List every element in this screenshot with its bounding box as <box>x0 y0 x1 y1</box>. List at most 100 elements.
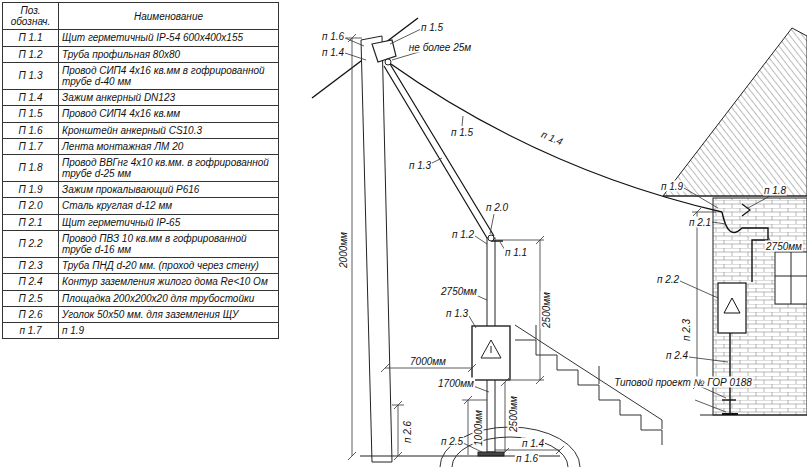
callout-number: п 1.4 <box>321 47 345 58</box>
dimension-label: п 2.3 <box>681 318 692 342</box>
stairs-part <box>515 340 662 445</box>
pipe-stand-part <box>488 235 494 241</box>
dimension-label: 2500мм <box>508 395 519 433</box>
grounding-contour <box>440 427 580 467</box>
dimension-lines <box>346 34 718 460</box>
leader-lines-part <box>345 53 366 60</box>
pipe-stand <box>360 235 560 456</box>
dimension-label: 2500мм <box>541 291 552 329</box>
dimension-lines-part <box>346 38 362 39</box>
leader-lines-part <box>469 316 476 328</box>
position-code: П 2.3 <box>3 258 59 274</box>
item-name: Зажим прокалывающий P616 <box>59 182 279 198</box>
pipe-stand-part <box>481 340 501 358</box>
callout-number: 2750мм <box>765 241 803 252</box>
leader-lines-part <box>748 196 770 208</box>
span-note: п 1.4 <box>539 128 566 147</box>
item-name: Уголок 50х50 мм. для заземления ЩУ <box>59 307 279 323</box>
position-code: П 2.6 <box>3 307 59 323</box>
position-code: П 2.5 <box>3 291 59 307</box>
dimension-lines-part <box>352 38 353 456</box>
dimension-lines-part <box>495 450 560 451</box>
dimension-lines-part <box>505 382 506 452</box>
pipe-stand-part <box>491 346 492 353</box>
house-wiring-part <box>722 413 738 415</box>
leader-lines <box>345 29 772 452</box>
leader-lines-part <box>712 222 726 224</box>
stairs-part <box>515 325 662 420</box>
item-name: Провод СИП4 4х16 кв.мм <box>59 106 279 122</box>
callout-number: п 1.8 <box>763 185 787 196</box>
dimension-label: п 2.6 <box>402 420 413 444</box>
callout-number: п 1.1 <box>504 247 528 258</box>
callout-number: п 1.5 <box>420 22 444 33</box>
callout-number: п 1.3 <box>445 308 469 319</box>
item-name: Труба ПНД d-20 мм. (проход через стену) <box>59 258 279 274</box>
house-part <box>663 28 807 196</box>
item-name: п 1.9 <box>59 323 279 339</box>
callout-number: п 1.5 <box>450 127 474 138</box>
callout-number: 2750мм <box>440 286 478 297</box>
leader-lines-part <box>432 158 442 163</box>
dimension-lines-part <box>468 400 469 455</box>
dimension-lines-part <box>464 396 472 404</box>
leader-lines-part <box>689 357 728 362</box>
item-name: Площадка 200х200х20 для трубостойки <box>59 291 279 307</box>
position-code: П 2.4 <box>3 274 59 290</box>
grounding-contour-part <box>440 427 580 467</box>
position-code: П 1.9 <box>3 182 59 198</box>
dimension-lines-part <box>693 208 701 389</box>
callout-number: Типовой проект № ГОР 0188 <box>613 377 753 388</box>
house-wiring-part <box>742 204 750 216</box>
callout-number: п 2.2 <box>656 274 680 285</box>
dimension-lines-part <box>556 446 564 454</box>
leader-lines-part <box>475 236 487 244</box>
dimension-label: 1000мм <box>473 409 484 447</box>
dimension-label: 7000мм <box>409 356 447 367</box>
leader-lines-part <box>490 214 494 234</box>
house-part <box>775 276 807 277</box>
table-header: Поз. обознач. <box>3 3 59 30</box>
leader-lines-part <box>684 188 718 208</box>
leader-lines-part <box>345 38 364 46</box>
item-name: Провод ПВЗ 10 кв.мм в гофрированной труб… <box>59 231 279 258</box>
concrete-pole <box>361 36 396 462</box>
dimension-lines-part <box>692 212 716 213</box>
dimension-lines-part <box>348 34 356 460</box>
leader-lines-part <box>695 400 726 412</box>
leader-lines-part <box>462 116 463 126</box>
dimension-lines-part <box>462 400 487 401</box>
callout-number: п 1.3 <box>408 160 432 171</box>
house-part <box>775 252 807 304</box>
callout-number: п 1.2 <box>451 229 475 240</box>
house-part <box>791 252 792 304</box>
position-code: П 1.1 <box>3 30 59 46</box>
item-name: Контур заземления жилого дома Re<10 Ом <box>59 274 279 290</box>
position-code: П 1.2 <box>3 47 59 63</box>
position-code: П 1.8 <box>3 155 59 182</box>
house-part <box>663 196 807 197</box>
callout-number: п 1.9 <box>660 181 684 192</box>
concrete-pole-part <box>372 40 396 62</box>
callout-number: п 2.1 <box>688 217 712 228</box>
dimension-lines-part <box>398 405 399 456</box>
stairs-part <box>662 420 663 429</box>
callout-number: не более 25м <box>408 42 472 53</box>
house-wiring-part <box>729 400 730 414</box>
callout-number: п 1.6 <box>321 31 345 42</box>
item-name: Кронштейн анкерный CS10.3 <box>59 123 279 139</box>
callout-number: п 2.0 <box>485 202 509 213</box>
dimension-lines-part <box>697 212 698 385</box>
item-name: Провод ВВГнг 4х10 кв.мм. в гофрированной… <box>59 155 279 182</box>
dimension-lines-part <box>511 380 544 381</box>
leader-lines-part <box>680 281 718 298</box>
stairs-part <box>536 325 537 339</box>
concrete-pole-part <box>385 59 391 65</box>
pipe-stand-part <box>472 326 510 380</box>
callout-number: п 2.5 <box>440 436 464 447</box>
item-name: Сталь круглая d-12 мм <box>59 198 279 214</box>
house-wiring-part <box>722 212 768 282</box>
overhead-line-part <box>384 66 487 238</box>
position-code: П 1.6 <box>3 123 59 139</box>
concrete-pole-part <box>361 36 392 462</box>
